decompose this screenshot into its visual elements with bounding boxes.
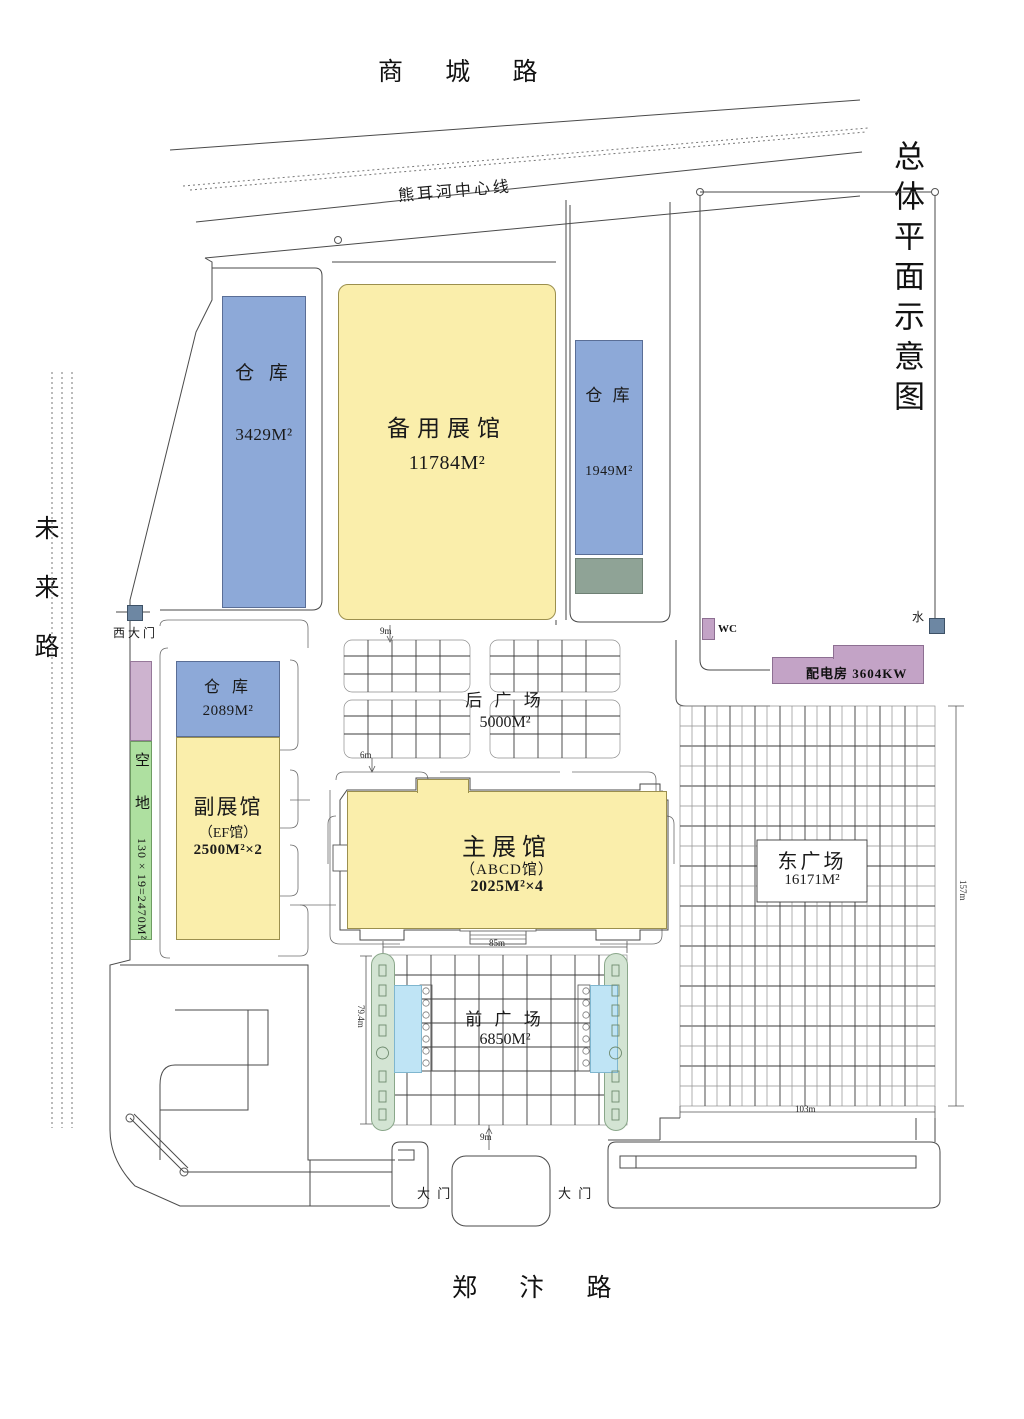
power-room-label: 配电房 3604KW [806, 666, 908, 681]
main-gate-right-label: 大 门 [558, 1186, 594, 1201]
west-gate-label: 西大门 [113, 626, 159, 640]
wc-block[interactable] [702, 618, 715, 640]
front-plaza-area: 6850M² [479, 1031, 531, 1048]
spare-hall-area: 11784M² [408, 452, 486, 474]
west-gate-marker[interactable] [127, 605, 143, 621]
building-warehouse-northwest[interactable] [222, 296, 306, 608]
road-label-south: 郑 汴 路 [452, 1275, 630, 1302]
front-plaza-left-pool [394, 985, 422, 1073]
spare-hall-name: 备用展馆 [387, 416, 507, 441]
building-grey-annex [575, 558, 643, 594]
rear-plaza-name: 后 广 场 [465, 691, 545, 710]
page-title: 总体平面示意图 [889, 140, 924, 420]
vacant-land-label: 空 地 [133, 752, 149, 816]
water-label: 水 [912, 610, 928, 624]
dim-front-plaza-height: 79.4m [356, 1005, 366, 1028]
warehouse-northwest-area: 3429M² [235, 425, 293, 444]
dim-east-plaza-width: 103m [795, 1104, 816, 1114]
dim-rear-plaza-gap-top: 9m [380, 626, 392, 636]
building-warehouse-northeast[interactable] [575, 340, 643, 555]
dim-rear-plaza-gap-bottom: 6m [360, 750, 372, 760]
warehouse-northeast-name: 仓 库 [585, 386, 633, 405]
warehouse-west-area: 2089M² [202, 703, 254, 719]
secondary-hall-area: 2500M²×2 [193, 842, 263, 858]
building-power-room[interactable] [772, 657, 924, 684]
vacant-land-block[interactable] [130, 741, 152, 940]
east-plaza-area: 16171M² [784, 872, 840, 888]
wc-label: WC [718, 623, 737, 635]
mauve-strip-block [130, 661, 152, 741]
front-plaza-pillar-details [376, 964, 622, 1121]
secondary-hall-sub: （EF馆） [198, 826, 258, 841]
water-marker[interactable] [929, 618, 945, 634]
warehouse-northeast-area: 1949M² [585, 464, 633, 479]
road-label-north: 商 城 路 [378, 59, 556, 86]
warehouse-northwest-name: 仓 库 [235, 363, 293, 384]
dim-east-plaza-height: 157m [958, 880, 968, 901]
building-warehouse-west[interactable] [176, 661, 280, 737]
dim-main-hall-width: 85m [489, 938, 506, 948]
east-plaza-name: 东广场 [777, 851, 847, 873]
main-hall-area: 2025M²×4 [470, 878, 544, 895]
dim-front-plaza-gap: 9m [480, 1132, 492, 1142]
road-label-west: 未来路 [31, 515, 58, 692]
main-hall-name: 主展馆 [462, 835, 552, 861]
main-gate-left-label: 大 门 [417, 1186, 453, 1201]
main-hall-north-bump [417, 779, 469, 793]
building-main-exhibition-hall[interactable] [347, 791, 667, 929]
warehouse-west-name: 仓 库 [203, 679, 252, 696]
power-room-upper-step [833, 645, 924, 659]
building-secondary-exhibition-hall[interactable] [176, 737, 280, 940]
front-plaza-name: 前 广 场 [465, 1010, 545, 1029]
front-plaza-light-dots [422, 987, 590, 1067]
main-hall-sub: （ABCD馆） [460, 862, 554, 878]
building-spare-exhibition-hall[interactable] [338, 284, 556, 620]
vacant-land-calc: 130×19=2470M² [135, 838, 149, 941]
secondary-hall-name: 副展馆 [193, 795, 263, 819]
rear-plaza-area: 5000M² [479, 714, 531, 731]
